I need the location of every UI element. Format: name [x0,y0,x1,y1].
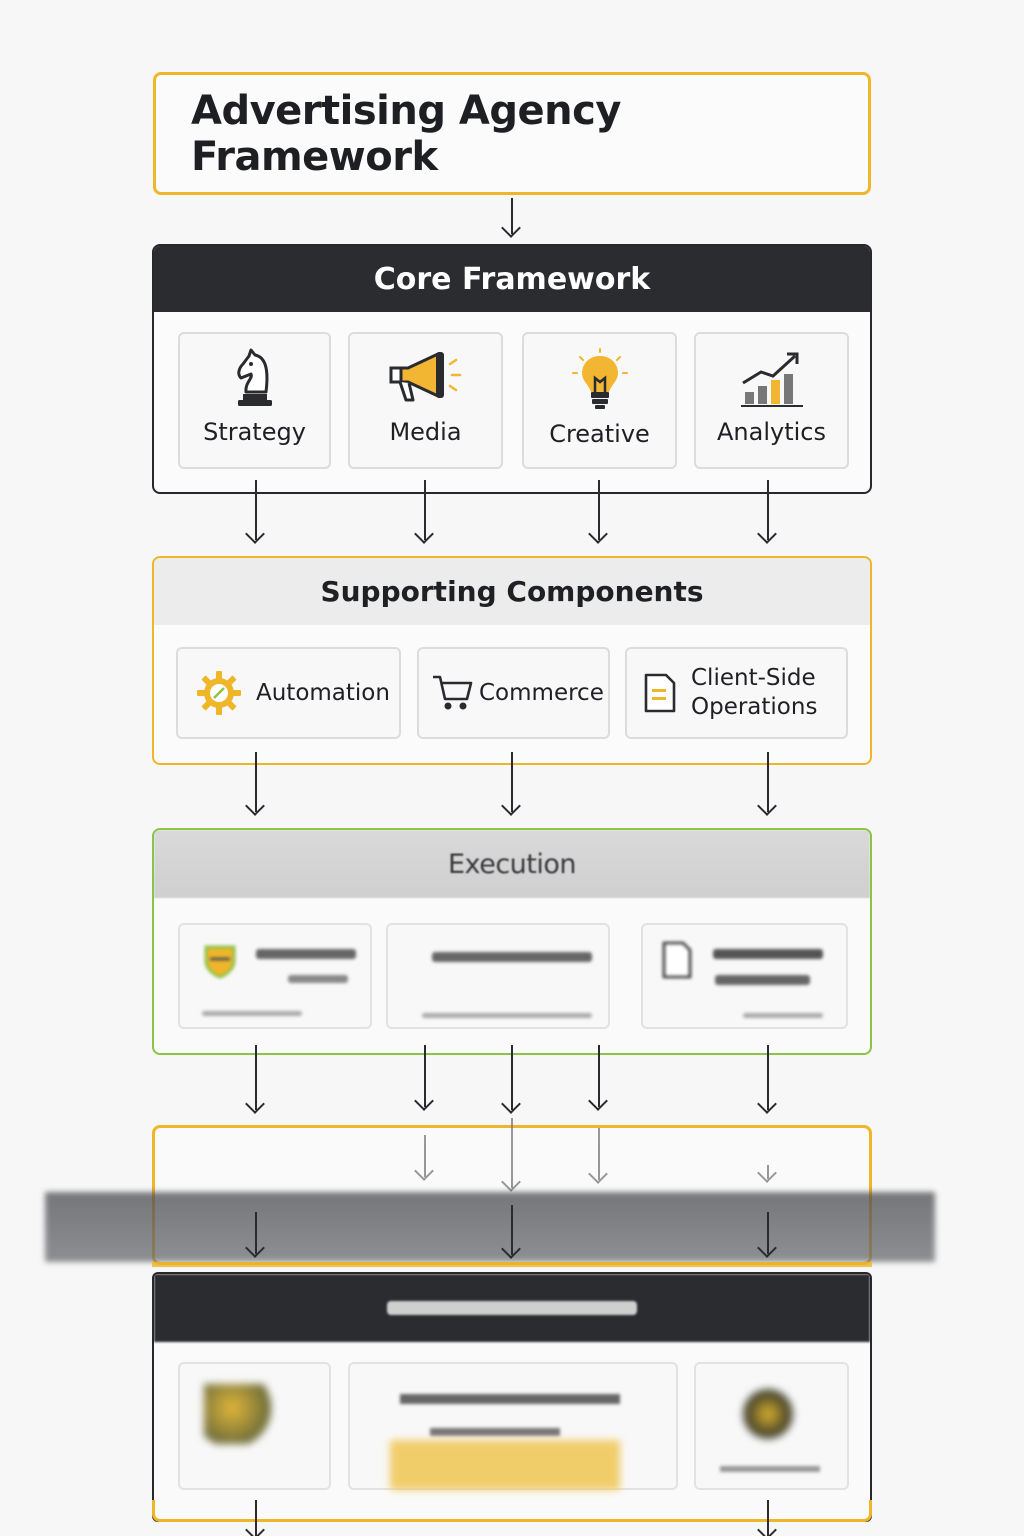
support-item-automation: Automation [176,647,401,739]
support-item-commerce: Commerce [417,647,610,739]
arrow-execution-to-next [511,1045,513,1110]
cart-icon [433,675,473,710]
arrow-support-to-execution [255,752,257,812]
arrow-execution-to-next [598,1045,600,1107]
supporting-components-heading: Supporting Components [154,558,870,625]
chess-knight-icon [236,348,272,406]
execution-card-text-placeholder [713,949,823,959]
bar-chart-trend-icon [740,352,803,407]
arrow-execution-to-next [255,1045,257,1110]
execution-card-text-placeholder [743,1013,823,1018]
distorted-panel-heading [154,1274,870,1342]
arrow-execution-to-next [767,1045,769,1110]
distorted-card [178,1362,331,1490]
execution-card [641,923,848,1029]
distorted-yellow-block [390,1440,620,1490]
arrow-faded [511,1205,513,1255]
support-item-label: Automation [256,680,390,706]
execution-card-text-placeholder [432,952,592,962]
arrow-core-to-support [424,480,426,540]
document-icon [662,941,692,979]
arrow-faded [767,1212,769,1254]
execution-card [386,923,610,1029]
arrow-support-to-execution [511,752,513,812]
execution-card-text-placeholder [288,975,348,983]
arrow-faded [255,1212,257,1254]
diagram-title: Advertising Agency Framework [191,87,621,180]
distorted-text-placeholder [400,1394,620,1404]
execution-card [178,923,372,1029]
execution-heading: Execution [154,830,870,898]
execution-card-text-placeholder [422,1013,592,1018]
execution-card-text-placeholder [715,975,810,985]
core-card-media: Media [348,332,503,469]
lightbulb-icon [571,348,628,409]
core-framework-panel: Core Framework Strategy Media Creat [152,244,872,494]
document-icon [644,673,676,713]
distorted-text-placeholder [720,1466,820,1472]
distorted-text-placeholder [430,1428,560,1436]
megaphone-icon [389,352,461,402]
arrow-faded [767,1165,769,1179]
gear-icon [197,671,241,715]
distorted-icon [740,1386,796,1442]
core-card-label: Analytics [717,418,826,446]
arrow-core-to-support [255,480,257,540]
core-card-label: Strategy [203,418,306,446]
shield-icon [204,945,236,979]
core-card-strategy: Strategy [178,332,331,469]
arrow-faded [598,1128,600,1180]
distorted-bottom-border [152,1500,872,1522]
distorted-card [694,1362,849,1490]
execution-card-text-placeholder [256,949,356,959]
support-item-label: Commerce [479,680,604,706]
core-card-analytics: Analytics [694,332,849,469]
arrow-core-to-support [767,480,769,540]
arrow-faded [424,1135,426,1177]
distorted-card [348,1362,678,1490]
arrow-title-to-core [511,198,513,234]
supporting-components-panel: Supporting Components Automation [152,556,872,765]
arrow-faded [255,1500,257,1536]
support-item-label: Client-Side Operations [691,665,818,720]
distorted-yellow-line [152,1262,872,1267]
distorted-dark-panel [152,1272,872,1522]
execution-card-text-placeholder [202,1011,302,1016]
arrow-core-to-support [598,480,600,540]
arrow-execution-to-next [424,1045,426,1107]
core-card-creative: Creative [522,332,677,469]
arrow-faded [767,1500,769,1536]
distorted-icon [204,1384,274,1444]
arrow-support-to-execution [767,752,769,812]
distorted-dark-band [45,1192,935,1262]
support-item-client-side-operations: Client-Side Operations [625,647,848,739]
core-framework-heading: Core Framework [154,246,870,312]
core-card-label: Creative [549,420,650,448]
execution-panel: Execution [152,828,872,1055]
arrow-faded [511,1118,513,1188]
diagram-title-box: Advertising Agency Framework [153,72,871,195]
core-card-label: Media [389,418,462,446]
